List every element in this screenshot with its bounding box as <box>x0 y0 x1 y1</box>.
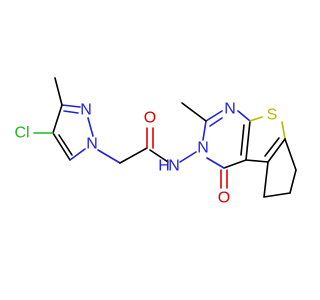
pyrazole-n1-label: N <box>86 136 98 153</box>
bond-n1-ch2 <box>97 149 121 164</box>
bond-c2-n1-double <box>209 117 223 127</box>
amide-nitrogen-label: N <box>168 158 180 175</box>
bond-ch2-carbonyl <box>119 147 148 164</box>
chlorine-label: Cl <box>14 125 29 142</box>
bond-c4-c5-double <box>58 134 73 156</box>
bond-n2-c3-double <box>63 110 79 114</box>
bond-nh-n3 <box>179 151 197 163</box>
carbonyl-oxygen-label: O <box>144 110 156 127</box>
pyrazole-ring <box>33 77 94 161</box>
bond-ch2b-ch2c <box>263 192 291 198</box>
bond-c3a-c4a <box>245 159 269 163</box>
bond-n1-n2 <box>87 117 94 137</box>
thiophene-ring <box>245 116 286 163</box>
bond-c4-n3 <box>206 157 225 169</box>
pyrimidine-n3-label: N <box>197 140 209 157</box>
bond-c8a-c4a <box>245 120 251 161</box>
bond-c3-methyl <box>54 77 63 106</box>
bond-carbonyl-nh <box>149 149 169 163</box>
bond-ch2a-ch2b <box>289 169 297 194</box>
bond-c8a-c4a-double <box>240 124 245 156</box>
amide-hydrogen-label: H <box>158 158 170 175</box>
bond-ch2c-c3a <box>263 161 269 198</box>
bond-c7a-c3a-double <box>264 137 280 157</box>
molecule-structure-diagram: Cl N N O N H N N S O <box>14 77 297 207</box>
pyrimidinone-ring <box>181 102 251 189</box>
bond-c5-n1 <box>69 148 86 161</box>
bond-c2-n1 <box>205 110 223 122</box>
bond-n1-c8a <box>237 110 251 122</box>
bond-c2-methyl <box>181 102 207 122</box>
pyrimidine-n1-label: N <box>224 101 236 118</box>
bond-n3-c2 <box>202 120 207 141</box>
sulfur-label: S <box>267 107 278 124</box>
acetamide-linker <box>97 127 197 164</box>
bond-n2-c3 <box>61 104 81 108</box>
bond-c4-c3 <box>52 104 63 134</box>
bond-c7a-ch2a <box>284 138 297 171</box>
bond-c7a-c3a <box>267 138 286 163</box>
bond-c4a-c4 <box>223 159 247 169</box>
bond-s-c7a <box>281 121 286 140</box>
bond-c8a-s <box>249 116 263 122</box>
pyrazole-n2-label: N <box>80 102 92 119</box>
bond-c4-c5 <box>52 132 71 161</box>
cyclopentane-ring <box>263 138 297 198</box>
ketone-oxygen-label: O <box>218 190 230 207</box>
